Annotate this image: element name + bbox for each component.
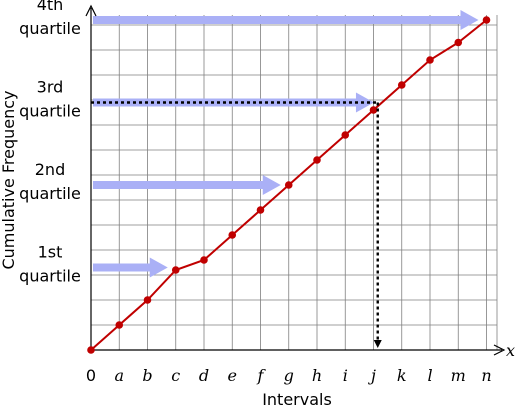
data-point	[426, 56, 434, 64]
quartile-label-ordinal: 1st	[38, 243, 63, 262]
x-tick-label: d	[199, 366, 209, 385]
quartile-label-word: quartile	[19, 102, 81, 121]
data-point	[115, 321, 124, 329]
data-point	[143, 296, 152, 304]
y-axis-arrowhead	[85, 4, 97, 17]
quartile-label-word: quartile	[19, 19, 81, 38]
x-tick-label: f	[257, 366, 267, 385]
x-tick-label: e	[228, 366, 237, 385]
x-tick-label: i	[343, 366, 348, 385]
quartile-arrow-head	[262, 175, 281, 195]
data-point	[228, 231, 237, 239]
x-axis-arrowhead	[493, 344, 506, 356]
x-tick-label: b	[142, 366, 152, 385]
data-point	[284, 181, 293, 189]
x-tick-label: c	[171, 366, 180, 385]
x-tick-label: a	[114, 366, 124, 385]
quartile-arrow-head	[149, 257, 168, 278]
x-tick-label: 0	[86, 366, 96, 385]
quartile-label-ordinal: 2nd	[35, 160, 65, 179]
x-axis-symbol: x	[506, 341, 515, 360]
y-axis-title: Cumulative Frequency	[0, 90, 18, 269]
data-point	[482, 16, 491, 24]
data-point	[200, 256, 208, 264]
quartile-label-word: quartile	[19, 267, 81, 286]
x-tick-label: h	[312, 366, 322, 385]
x-tick-label: j	[368, 366, 376, 385]
x-tick-label: g	[284, 366, 294, 385]
data-point	[341, 131, 350, 139]
x-tick-label: l	[427, 366, 432, 385]
x-axis-title: Intervals	[262, 390, 332, 408]
x-tick-label: m	[451, 366, 466, 385]
data-point	[87, 346, 95, 354]
quartile-label-word: quartile	[19, 184, 81, 203]
x-tick-label: k	[397, 366, 407, 385]
data-point	[454, 38, 463, 47]
quartile-label-ordinal: 3rd	[37, 78, 64, 97]
data-point	[256, 206, 265, 214]
data-point	[397, 81, 406, 89]
x-tick-label: n	[481, 366, 491, 385]
quartile-label-ordinal: 4th	[37, 0, 64, 14]
quartile-arrow-head	[355, 92, 374, 113]
quartile-labels: 1st quartile 2nd quartile 3rd quartile 4th quar…	[19, 0, 81, 286]
quartile-arrow-head	[460, 10, 479, 30]
data-point	[313, 156, 321, 164]
third-quartile-guides	[91, 101, 382, 348]
ogive-series	[87, 16, 491, 354]
axes	[85, 4, 506, 356]
data-point	[171, 266, 180, 274]
data-point	[369, 106, 378, 114]
